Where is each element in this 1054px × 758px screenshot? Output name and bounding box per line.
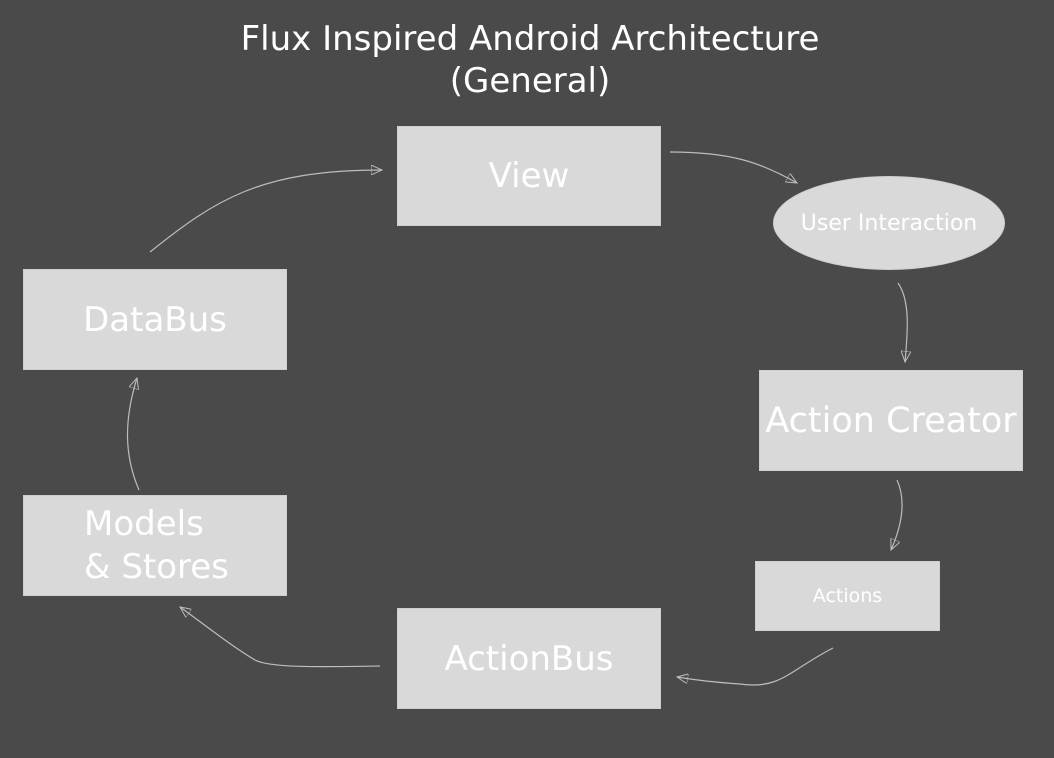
models-stores-node: Models & Stores <box>23 495 287 596</box>
diagram-title: Flux Inspired Android Architecture (Gene… <box>0 18 1054 102</box>
view-node: View <box>397 126 661 226</box>
arrow-models-stores-to-databus <box>126 378 140 491</box>
arrow-view-to-user-interaction <box>669 151 797 183</box>
arrow-actions-to-actionbus <box>677 647 834 686</box>
arrow-actionbus-to-models-stores <box>180 607 381 668</box>
title-line-1: Flux Inspired Android Architecture <box>240 19 820 59</box>
arrow-databus-to-view <box>149 170 382 253</box>
action-creator-label: Action Creator <box>765 400 1017 441</box>
models-stores-label-line-1: Models <box>84 503 204 544</box>
actionbus-label: ActionBus <box>444 638 614 679</box>
databus-label: DataBus <box>83 299 227 340</box>
action-creator-node: Action Creator <box>759 370 1023 471</box>
actionbus-node: ActionBus <box>397 608 661 709</box>
actions-label: Actions <box>812 585 883 607</box>
models-stores-label-line-2: & Stores <box>84 546 229 587</box>
view-label: View <box>488 156 570 196</box>
arrow-user-interaction-to-action-creator <box>897 282 907 362</box>
arrow-action-creator-to-actions <box>891 479 903 550</box>
title-line-2: (General) <box>449 61 611 101</box>
user-interaction-label: User Interaction <box>800 210 978 236</box>
databus-node: DataBus <box>23 269 287 370</box>
actions-node: Actions <box>755 561 940 631</box>
user-interaction-node: User Interaction <box>773 176 1005 270</box>
